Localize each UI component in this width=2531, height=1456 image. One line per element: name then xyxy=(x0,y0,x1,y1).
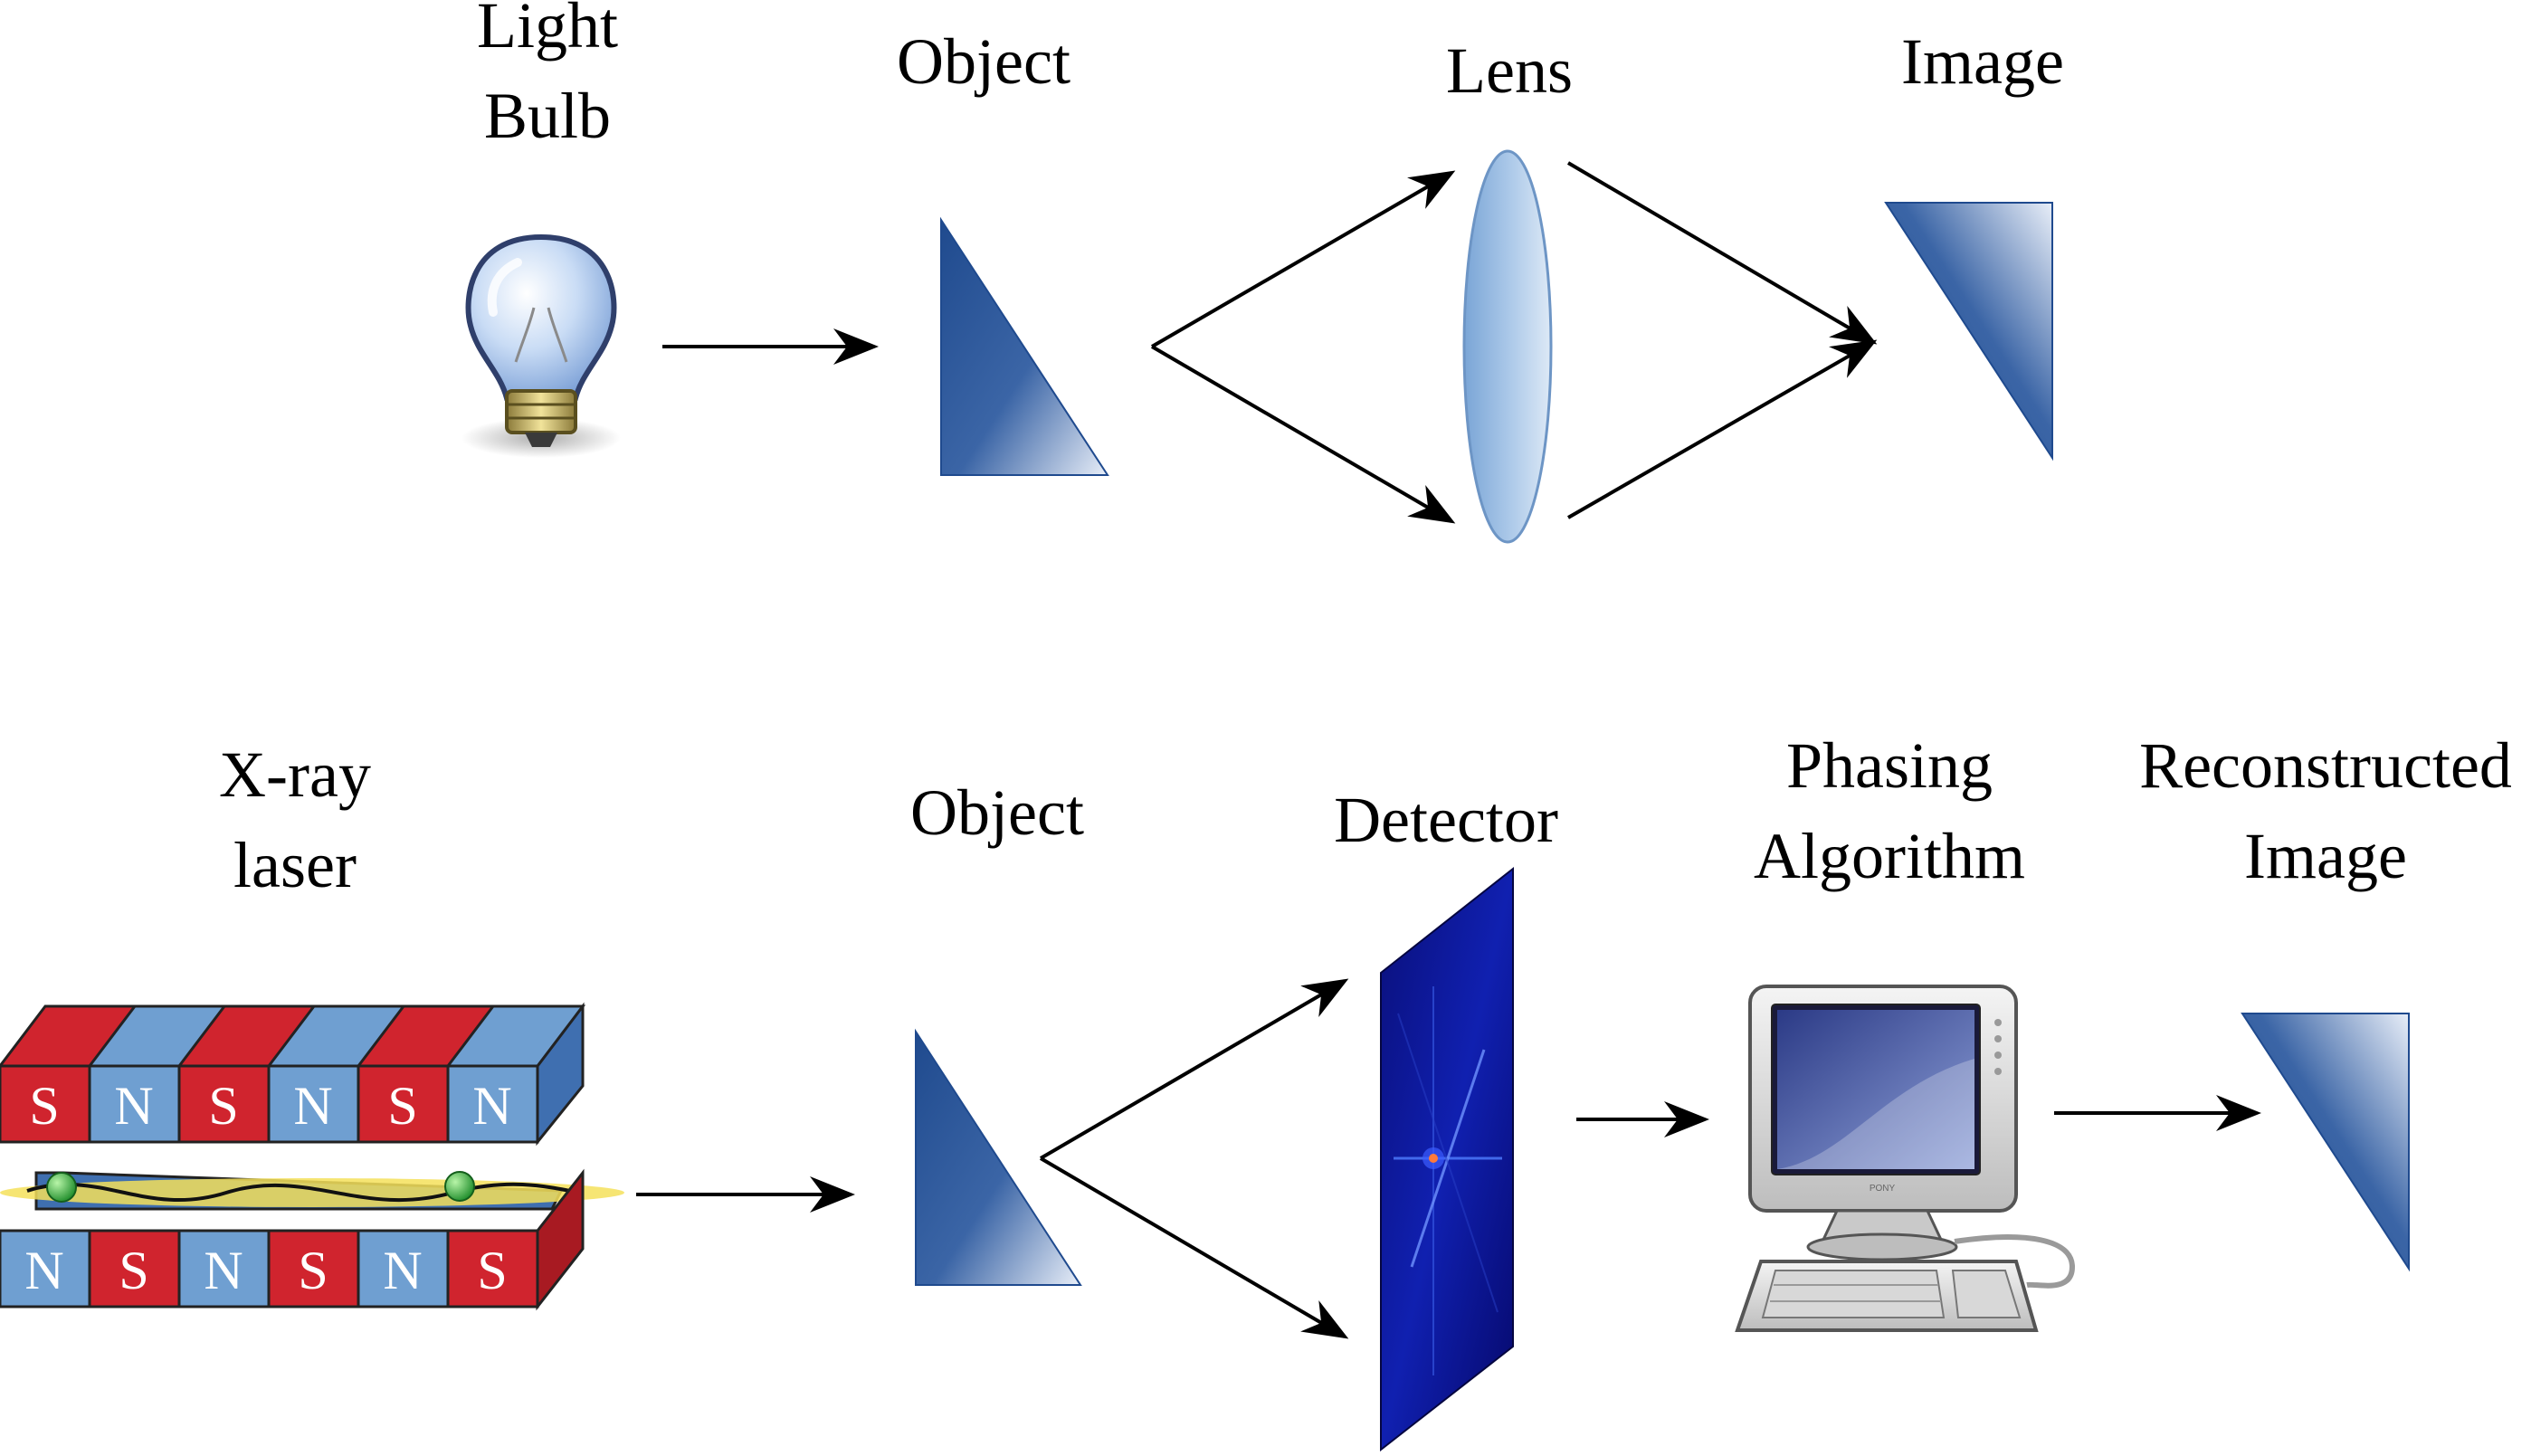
arrow-object-to-detector-upper xyxy=(1039,978,1349,1160)
lens-shape xyxy=(1462,149,1553,544)
top-magnet-label-4: S xyxy=(387,1076,417,1136)
phasing-label-line2: Algorithm xyxy=(1754,820,2025,892)
light-bulb-label-line2: Bulb xyxy=(484,80,611,152)
bottom-magnet-label-3: S xyxy=(298,1241,328,1300)
top-magnet-row: S N S N S N xyxy=(0,1002,586,1147)
bottom-magnet-label-4: N xyxy=(383,1241,422,1300)
reconstructed-label-line1: Reconstructed xyxy=(2139,729,2512,802)
bottom-magnet-label-2: N xyxy=(204,1241,243,1300)
arrow-object-to-lens-lower xyxy=(1150,345,1456,524)
bottom-magnet-label-1: S xyxy=(119,1241,148,1300)
detector-label: Detector xyxy=(1334,784,1558,856)
image-triangle xyxy=(1884,202,2053,462)
object-label-bottom: Object xyxy=(910,776,1084,849)
reconstructed-label-line2: Image xyxy=(2244,820,2407,892)
xray-label-line2: laser xyxy=(233,829,357,901)
top-magnet-label-2: S xyxy=(208,1076,238,1136)
lens-label: Lens xyxy=(1446,34,1573,107)
top-magnet-label-5: N xyxy=(472,1076,511,1136)
detector-panel xyxy=(1380,866,1514,1452)
arrow-lens-to-image-lower xyxy=(1567,339,1878,519)
top-magnet-label-0: S xyxy=(29,1076,59,1136)
object-triangle-bottom xyxy=(915,1028,1082,1286)
reconstructed-image-triangle xyxy=(2241,1013,2410,1272)
undulator-icon: S N S N S N N S N S N xyxy=(0,1002,624,1311)
phasing-label-line1: Phasing xyxy=(1786,729,1993,802)
arrow-object-to-detector-lower xyxy=(1039,1156,1349,1339)
xray-label-line1: X-ray xyxy=(219,738,371,811)
object-triangle-top xyxy=(940,216,1109,476)
light-bulb-icon xyxy=(461,233,621,458)
arrow-lens-to-image-upper xyxy=(1566,161,1878,345)
electron-beam xyxy=(0,1171,624,1211)
light-bulb-label-line1: Light xyxy=(477,0,618,62)
computer-brand: PONY xyxy=(1870,1184,1896,1194)
object-label-top: Object xyxy=(897,25,1070,98)
computer-icon: PONY xyxy=(1735,985,2076,1332)
top-magnet-label-3: N xyxy=(293,1076,332,1136)
image-label: Image xyxy=(1901,25,2064,98)
arrow-object-to-lens-upper xyxy=(1150,170,1456,348)
bottom-magnet-row: N S N S N S xyxy=(0,1168,585,1311)
bottom-magnet-label-0: N xyxy=(24,1241,63,1300)
bottom-magnet-label-5: S xyxy=(477,1241,507,1300)
top-magnet-label-1: N xyxy=(114,1076,153,1136)
